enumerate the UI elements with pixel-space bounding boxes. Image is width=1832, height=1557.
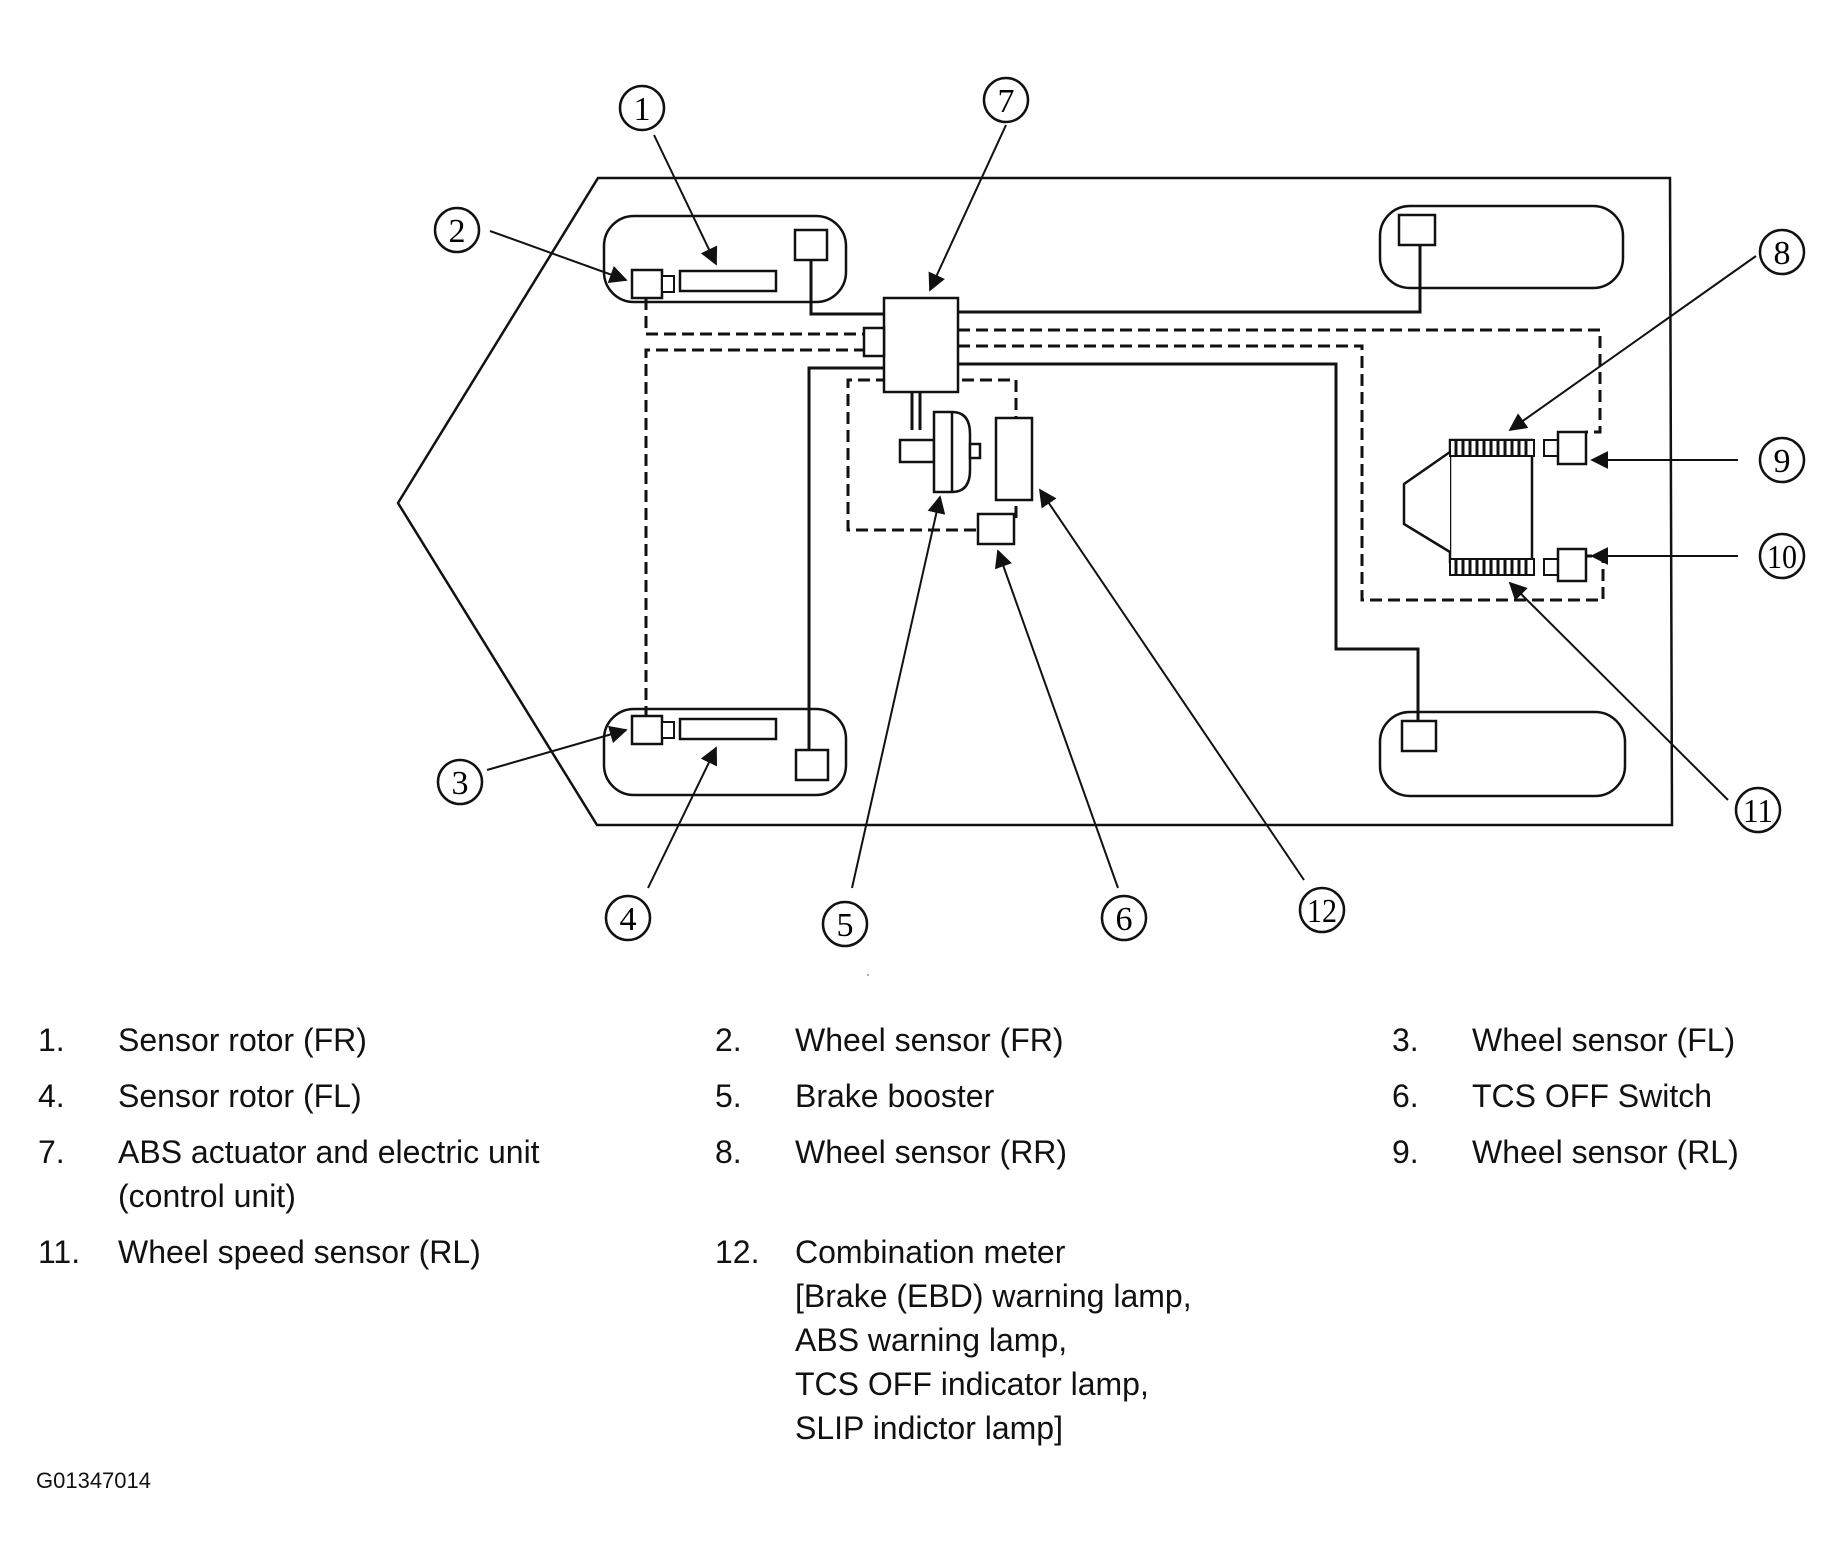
legend-line: TCS OFF Switch — [1472, 1078, 1713, 1114]
legend-number: 8. — [715, 1134, 742, 1170]
legend-text: Wheel sensor (FL) — [1472, 1018, 1735, 1062]
legend-line: ABS warning lamp, — [795, 1322, 1068, 1358]
legend-line: ABS actuator and electric unit — [118, 1134, 540, 1170]
callout-6-label: 6 — [1116, 901, 1133, 938]
callout-5: 5 — [821, 900, 869, 948]
legend-text: Wheel sensor (RL) — [1472, 1130, 1739, 1174]
callout-1: 1 — [618, 84, 666, 132]
legend-line: Combination meter — [795, 1234, 1066, 1270]
legend-line: Wheel sensor (FR) — [795, 1022, 1064, 1058]
legend-line: Sensor rotor (FL) — [118, 1078, 362, 1114]
wheel-sensor-rl — [1556, 430, 1588, 466]
legend-line: [Brake (EBD) warning lamp, — [795, 1278, 1192, 1314]
legend-text: Brake booster — [795, 1074, 994, 1118]
callout-4-label: 4 — [620, 901, 637, 938]
figure-id: G01347014 — [36, 1468, 151, 1493]
legend-text: Wheel sensor (FR) — [795, 1018, 1064, 1062]
callout-4: 4 — [604, 894, 652, 942]
wheel-sensor-fr-tip — [661, 275, 675, 293]
combination-meter — [994, 416, 1034, 502]
callouts: 1 2 3 4 5 6 7 8 9 10 11 12 — [433, 76, 1806, 948]
callout-9-label: 9 — [1774, 443, 1791, 480]
wheel-front-right — [602, 214, 848, 304]
callout-2: 2 — [433, 206, 481, 254]
legend-text: Combination meter [Brake (EBD) warning l… — [795, 1230, 1192, 1450]
callout-2-label: 2 — [449, 213, 466, 250]
legend-line: TCS OFF indicator lamp, — [795, 1366, 1149, 1402]
abs-layout-diagram: 1 2 3 4 5 6 7 8 9 10 11 12 — [396, 76, 1806, 976]
brake-lines — [807, 245, 1422, 750]
callout-11: 11 — [1734, 786, 1782, 834]
abs-actuator — [882, 296, 960, 394]
legend-text: Wheel sensor (RR) — [795, 1130, 1067, 1174]
callout-10-label: 10 — [1767, 539, 1797, 576]
brake-caliper-rr — [1397, 213, 1437, 247]
callout-7: 7 — [982, 76, 1030, 124]
rear-differential — [1402, 438, 1534, 564]
rear-sensor-tip-upper — [1543, 439, 1559, 457]
tcs-off-switch — [976, 512, 1016, 546]
callout-12-label: 12 — [1307, 893, 1337, 930]
callout-3-label: 3 — [452, 765, 469, 802]
abs-connector — [862, 326, 886, 358]
callout-1-label: 1 — [634, 91, 651, 128]
wheel-sensor-fl-tip — [661, 721, 675, 739]
sensor-rotor-fr — [678, 269, 778, 293]
legend-number: 2. — [715, 1022, 742, 1058]
sensor-rotor-rear-lower — [1449, 558, 1535, 576]
legend-text: TCS OFF Switch — [1472, 1074, 1712, 1118]
callout-12: 12 — [1298, 886, 1346, 934]
callout-9: 9 — [1758, 436, 1806, 484]
legend-line: Wheel sensor (RR) — [795, 1134, 1068, 1170]
callout-5-label: 5 — [837, 907, 854, 944]
legend-text: Sensor rotor (FR) — [118, 1018, 367, 1062]
brake-caliper-fl — [794, 748, 830, 782]
leader-lines — [486, 124, 1757, 889]
speck — [867, 974, 869, 976]
legend-text: Sensor rotor (FL) — [118, 1074, 362, 1118]
legend-number: 9. — [1392, 1134, 1419, 1170]
legend-line: SLIP indictor lamp] — [795, 1410, 1063, 1446]
brake-caliper-fr — [793, 228, 829, 262]
brake-booster — [898, 410, 982, 494]
wheel-rear-left — [1378, 710, 1627, 798]
callout-10: 10 — [1758, 532, 1806, 580]
legend-line: Sensor rotor (FR) — [118, 1022, 367, 1058]
wheel-sensor-fr — [630, 268, 664, 300]
wheel-sensor-fl — [630, 714, 664, 746]
legend-number: 5. — [715, 1078, 742, 1114]
legend-number: 6. — [1392, 1078, 1419, 1114]
wheel-rear-right — [1378, 204, 1625, 290]
legend-number: 1. — [38, 1022, 65, 1058]
legend-text: ABS actuator and electric unit (control … — [118, 1130, 540, 1218]
legend-number: 12. — [715, 1234, 760, 1270]
brake-caliper-rl — [1400, 719, 1438, 753]
legend-line: Brake booster — [795, 1078, 995, 1114]
sensor-rotor-fl — [678, 717, 778, 741]
callout-6: 6 — [1100, 894, 1148, 942]
wheel-sensor-rear-lower — [1556, 547, 1588, 583]
callout-8: 8 — [1758, 228, 1806, 276]
rear-sensor-tip-lower — [1543, 558, 1559, 576]
callout-8-label: 8 — [1774, 235, 1791, 272]
legend-number: 4. — [38, 1078, 65, 1114]
vehicle-outline — [396, 176, 1674, 827]
callout-7-label: 7 — [998, 83, 1015, 120]
callout-11-label: 11 — [1743, 793, 1773, 830]
sensor-rotor-rear-upper — [1449, 439, 1535, 457]
callout-3: 3 — [436, 758, 484, 806]
legend-text: Wheel speed sensor (RL) — [118, 1230, 481, 1274]
legend-line: Wheel sensor (RL) — [1472, 1134, 1739, 1170]
wheel-front-left — [602, 707, 848, 797]
legend-line: (control unit) — [118, 1178, 296, 1214]
legend-number: 3. — [1392, 1022, 1419, 1058]
legend-line: Wheel speed sensor (RL) — [118, 1234, 481, 1270]
legend-number: 7. — [38, 1134, 65, 1170]
legend-number: 11. — [38, 1234, 81, 1270]
legend-line: Wheel sensor (FL) — [1472, 1022, 1736, 1058]
